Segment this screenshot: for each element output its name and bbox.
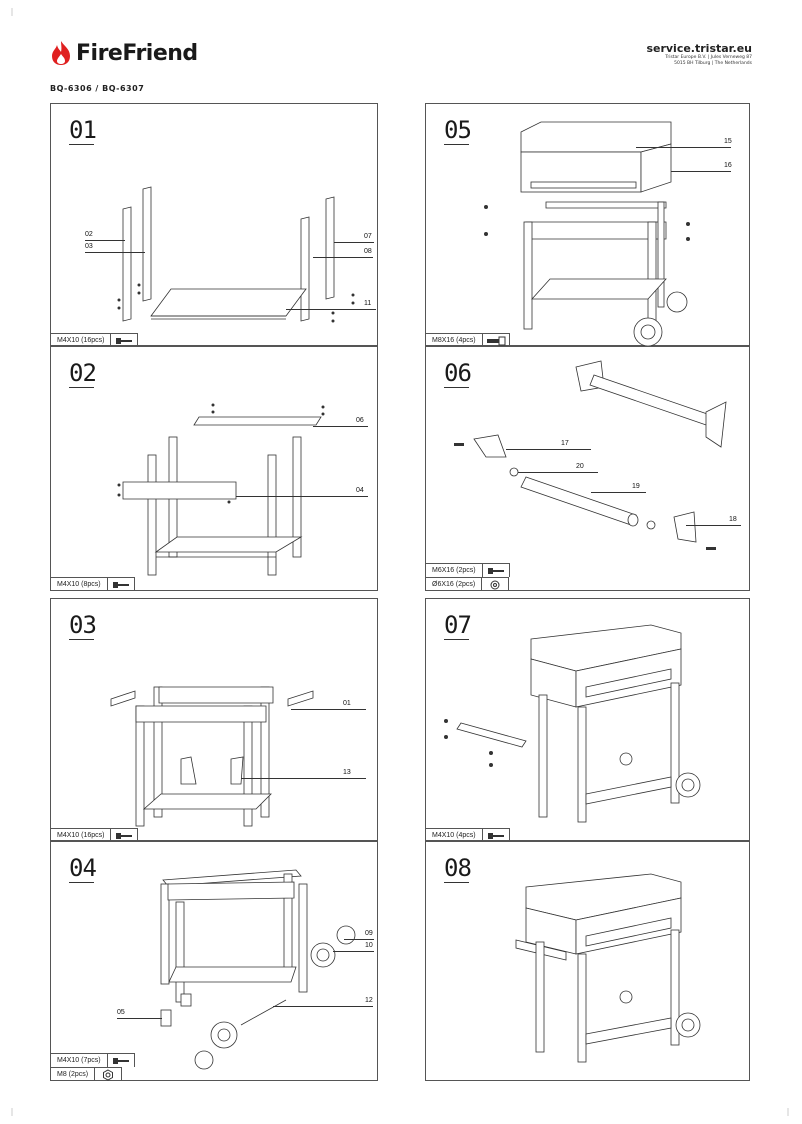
step-number: 08 — [444, 854, 472, 882]
step-number: 02 — [69, 359, 97, 387]
hardware-spec: M6X16 (2pcs) — [432, 567, 476, 574]
part-label: 01 — [343, 700, 351, 707]
step-04-diagram — [160, 869, 356, 1070]
step-panel-02: 02 06 04 M4X10 (8pcs) — [50, 346, 378, 591]
hardware-spec: M8X16 (4pcs) — [432, 337, 476, 344]
service-info: service.tristar.eu Tristar Europe B.V. |… — [646, 42, 752, 67]
step-panel-05: 05 15 16 M8X16 (4pcs) — [425, 103, 750, 347]
step-panel-04: 04 09 10 05 12 M4X10 (7pcs) M8 — [50, 841, 378, 1081]
step-panel-06: 06 17 20 19 18 M6X16 (2pcs) Ø6X16 (2pcs) — [425, 346, 750, 591]
part-label: 02 — [85, 231, 93, 238]
flame-icon — [52, 41, 70, 65]
nut-icon — [94, 1068, 121, 1081]
part-label: 04 — [356, 487, 364, 494]
part-label: 03 — [85, 243, 93, 250]
screw-icon — [106, 1054, 134, 1067]
step-number: 04 — [69, 854, 97, 882]
step-01-diagram — [117, 186, 355, 323]
step-panel-01: 01 02 03 07 08 11 M4X10 (16pcs) — [50, 103, 378, 347]
screw-icon — [110, 334, 137, 347]
hardware-spec: Ø6X16 (2pcs) — [432, 581, 476, 588]
part-label: 18 — [729, 516, 737, 523]
step-02-diagram — [117, 403, 325, 576]
step-08-diagram — [515, 873, 701, 1063]
hardware-row: M4X10 (16pcs) — [51, 333, 139, 347]
address-line-2: 5015 BH Tilburg | The Netherlands — [674, 61, 752, 66]
address-line-1: Tristar Europe B.V. | Jules Verneweg 87 — [665, 55, 752, 60]
hardware-spec: M4X10 (4pcs) — [432, 832, 476, 839]
part-label: 06 — [356, 417, 364, 424]
part-label: 19 — [632, 483, 640, 490]
hardware-spec: M4X10 (16pcs) — [57, 832, 105, 839]
screw-icon — [106, 578, 134, 591]
part-label: 09 — [365, 930, 373, 937]
model-number: BQ-6306 / BQ-6307 — [50, 84, 145, 93]
brand-name: FireFriend — [76, 40, 198, 66]
hardware-row: M8X16 (4pcs) — [426, 333, 510, 347]
hardware-row: M4X10 (8pcs) — [51, 577, 135, 591]
step-05-diagram — [484, 121, 690, 347]
hardware-spec: M4X10 (8pcs) — [57, 581, 101, 588]
hardware-row: M4X10 (7pcs) — [51, 1053, 135, 1067]
part-label: 13 — [343, 769, 351, 776]
hardware-spec: M4X10 (7pcs) — [57, 1057, 101, 1064]
step-03-diagram — [110, 686, 314, 827]
hardware-spec: M8 (2pcs) — [57, 1071, 89, 1078]
step-panel-03: 03 01 13 M4X10 (16pcs) — [50, 598, 378, 842]
washer-icon — [481, 578, 508, 591]
step-number: 01 — [69, 116, 97, 144]
part-label: 10 — [365, 942, 373, 949]
part-label: 16 — [724, 162, 732, 169]
hardware-row: M8 (2pcs) — [51, 1067, 123, 1081]
part-label: 20 — [576, 463, 584, 470]
hardware-row: M6X16 (2pcs) — [426, 563, 510, 577]
step-number: 05 — [444, 116, 472, 144]
step-panel-07: 07 M4X10 (4pcs) — [425, 598, 750, 842]
step-number: 06 — [444, 359, 472, 387]
part-label: 15 — [724, 138, 732, 145]
bolt-icon — [481, 334, 509, 347]
part-label: 07 — [364, 233, 372, 240]
part-label: 11 — [364, 300, 372, 307]
part-label: 08 — [364, 248, 372, 255]
service-url[interactable]: service.tristar.eu — [646, 42, 752, 55]
hardware-spec: M4X10 (16pcs) — [57, 337, 105, 344]
part-label: 17 — [561, 440, 569, 447]
part-label: 05 — [117, 1009, 125, 1016]
screw-icon — [110, 829, 137, 842]
brand-logo: FireFriend — [50, 40, 198, 66]
hardware-row: Ø6X16 (2pcs) — [426, 577, 510, 591]
step-panel-08: 08 — [425, 841, 750, 1081]
screw-icon — [481, 829, 509, 842]
screw-icon — [481, 564, 509, 577]
hardware-row: M4X10 (16pcs) — [51, 828, 139, 842]
part-label: 12 — [365, 997, 373, 1004]
step-number: 03 — [69, 611, 97, 639]
step-number: 07 — [444, 611, 472, 639]
step-07-diagram — [444, 624, 701, 823]
hardware-row: M4X10 (4pcs) — [426, 828, 510, 842]
step-06-diagram — [454, 360, 727, 550]
